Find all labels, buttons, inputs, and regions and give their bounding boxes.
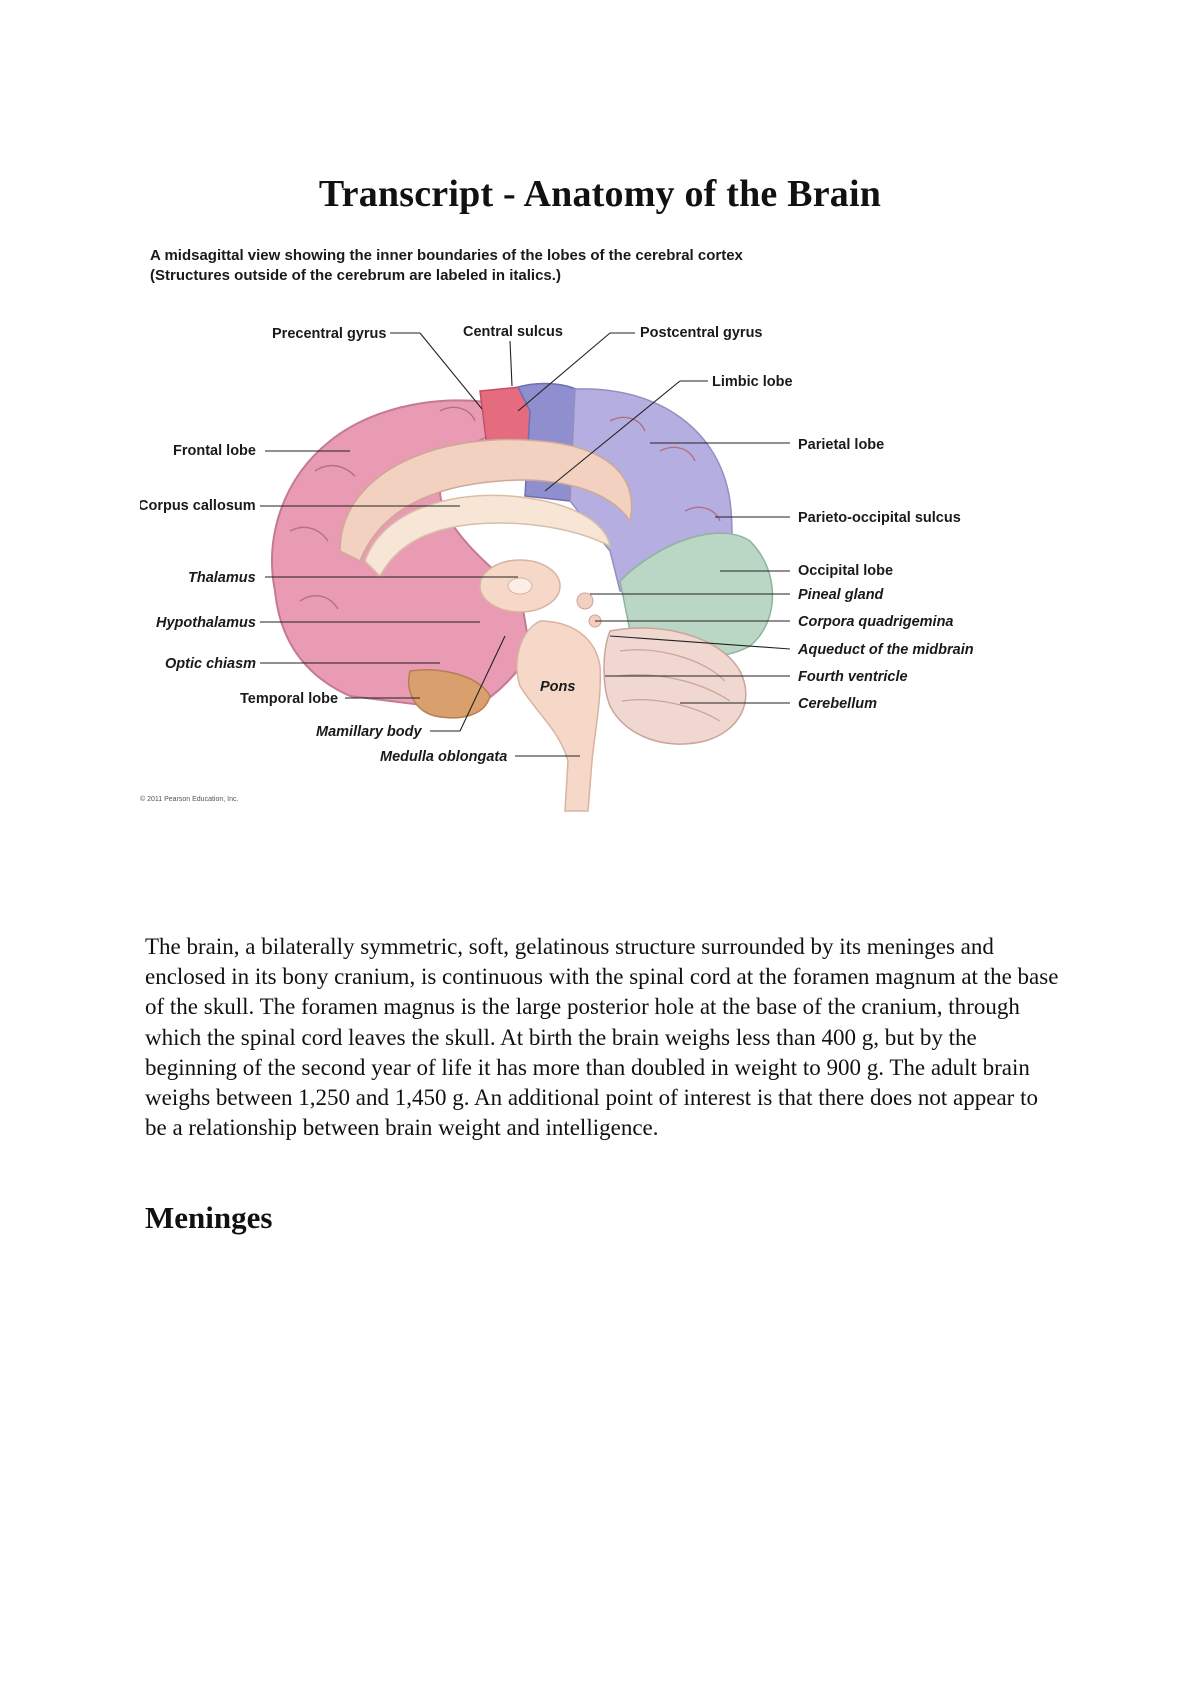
brainstem-region [516,620,602,812]
label-fourth-ventricle: Fourth ventricle [798,669,908,685]
label-pons: Pons [540,679,575,695]
pineal-gland-mark [576,592,594,610]
label-hypothalamus: Hypothalamus [156,615,256,631]
label-parietal-lobe: Parietal lobe [798,437,884,453]
label-pineal-gland: Pineal gland [798,587,885,603]
figure-caption-line-1: A midsagittal view showing the inner bou… [150,247,743,264]
temporal-lobe-region [408,669,491,719]
label-central-sulcus: Central sulcus [463,324,563,340]
limbic-lobe-region [339,438,633,563]
label-medulla-oblongata: Medulla oblongata [380,749,507,765]
label-limbic-lobe: Limbic lobe [712,374,793,390]
brain-figure: Precentral gyrus Central sulcus Postcent… [140,246,1080,826]
label-optic-chiasm: Optic chiasm [165,656,256,672]
label-frontal-lobe: Frontal lobe [173,443,256,459]
section-heading: Meninges [145,1200,273,1235]
cerebellum-folia [617,649,731,722]
label-cerebellum: Cerebellum [798,696,877,712]
figure-caption-line-2: (Structures outside of the cerebrum are … [150,267,561,284]
label-thalamus: Thalamus [188,570,256,586]
figure-copyright: © 2011 Pearson Education, Inc. [140,795,238,803]
label-precentral-gyrus: Precentral gyrus [272,326,386,342]
brain-illustration [271,382,774,812]
label-aqueduct-of-midbrain: Aqueduct of the midbrain [797,642,974,658]
figure-caption: A midsagittal view showing the inner bou… [150,246,990,286]
corpus-callosum-region [364,494,612,578]
brain-diagram: Precentral gyrus Central sulcus Postcent… [140,324,974,812]
label-corpus-callosum: Corpus callosum [140,498,256,514]
label-mamillary-body: Mamillary body [316,724,422,740]
label-postcentral-gyrus: Postcentral gyrus [640,325,763,341]
gyri-texture [289,406,721,610]
document-title: Transcript - Anatomy of the Brain [318,173,882,215]
label-temporal-lobe: Temporal lobe [240,691,338,707]
leader-lines [260,332,791,757]
label-occipital-lobe: Occipital lobe [798,563,893,579]
label-corpora-quadrigemina: Corpora quadrigemina [798,614,954,630]
label-parieto-occipital-sulcus: Parieto-occipital sulcus [798,510,961,526]
cerebellum-region [603,627,747,745]
thalamus-center [507,577,533,595]
body-paragraph: The brain, a bilaterally symmetric, soft… [145,934,1059,1141]
